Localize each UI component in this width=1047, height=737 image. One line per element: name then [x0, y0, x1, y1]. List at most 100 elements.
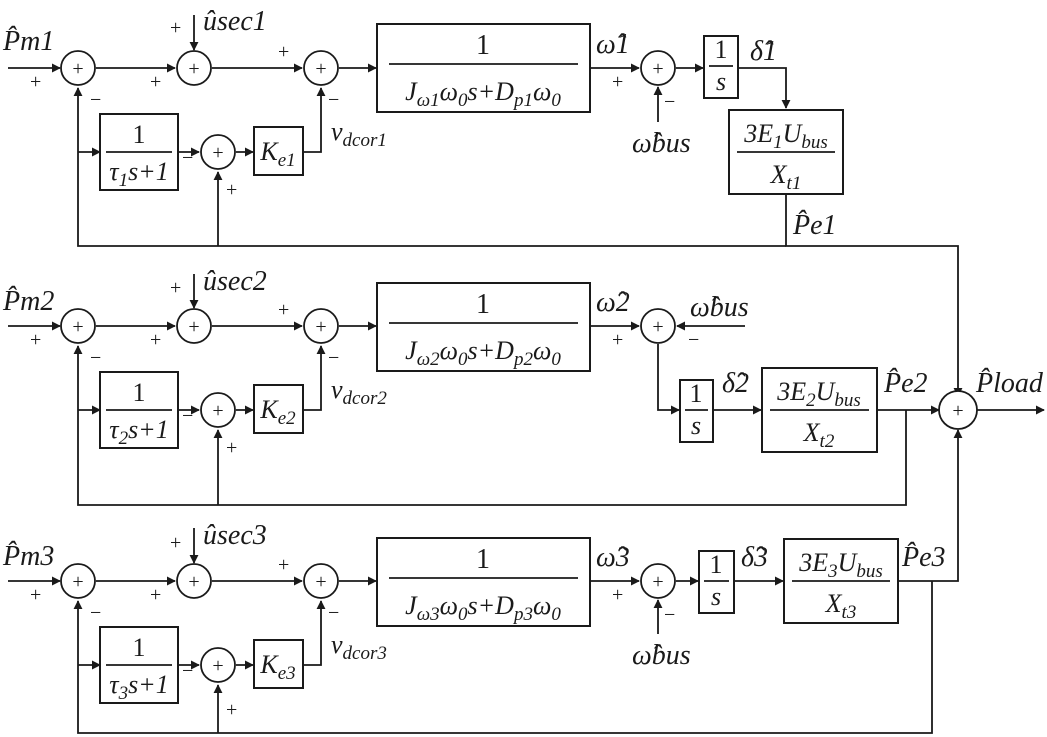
svg-text:τ3s+1: τ3s+1 [109, 670, 168, 704]
gain-block-2 [253, 384, 304, 434]
omega-bus-label-1: ω̂bus [632, 128, 691, 159]
svg-text:Ke3: Ke3 [259, 650, 295, 684]
usec1-label: ûsec1 [203, 6, 267, 37]
svg-text:+: + [652, 571, 663, 593]
svg-text:+: + [212, 400, 223, 422]
svg-text:+: + [315, 571, 326, 593]
svg-text:1: 1 [710, 550, 723, 579]
svg-text:+: + [952, 400, 963, 422]
sum-3a [60, 563, 96, 599]
svg-text:1: 1 [476, 544, 490, 575]
svg-text:+: + [612, 329, 623, 351]
svg-text:1: 1 [715, 35, 728, 64]
svg-text:−: − [182, 405, 193, 427]
gain-block-1 [253, 126, 304, 176]
svg-text:+: + [226, 179, 237, 201]
vdcor1-label: vdcor1 [331, 117, 387, 151]
svg-text:+: + [188, 58, 199, 80]
svg-text:+: + [226, 437, 237, 459]
svg-text:+: + [278, 299, 289, 321]
sum-1e [200, 134, 236, 170]
row-3: P̂m3 ûsec3 ω̂bus + + + + + [2, 429, 963, 734]
sum-1d [640, 50, 676, 86]
svg-text:+: + [315, 316, 326, 338]
svg-text:+: + [170, 532, 181, 554]
sum-1b [176, 50, 212, 86]
integrator-block-2 [679, 379, 714, 443]
svg-text:+: + [652, 316, 663, 338]
omega3-label: ω̂3 [596, 542, 630, 573]
svg-text:+: + [72, 58, 83, 80]
pm1-label: P̂m1 [2, 26, 54, 57]
svg-text:+: + [278, 41, 289, 63]
svg-text:+: + [150, 584, 161, 606]
omega2-label: ω̂2 [596, 287, 630, 318]
sum-2a [60, 308, 96, 344]
pm2-label: P̂m2 [2, 286, 54, 317]
svg-text:1: 1 [690, 379, 703, 408]
svg-text:+: + [72, 571, 83, 593]
vdcor2-label: vdcor2 [331, 375, 387, 409]
svg-text:1: 1 [133, 378, 146, 407]
usec2-label: ûsec2 [203, 266, 267, 297]
svg-text:τ2s+1: τ2s+1 [109, 415, 168, 449]
svg-text:−: − [90, 602, 101, 624]
swing-block-3 [376, 537, 591, 627]
svg-text:+: + [30, 329, 41, 351]
svg-text:τ1s+1: τ1s+1 [109, 157, 168, 191]
usec3-label: ûsec3 [203, 520, 267, 551]
svg-text:s: s [716, 67, 726, 96]
svg-text:+: + [226, 699, 237, 721]
svg-text:+: + [652, 58, 663, 80]
pm3-label: P̂m3 [2, 541, 54, 572]
integrator-block-1 [703, 35, 739, 99]
svg-text:−: − [664, 604, 675, 626]
svg-text:+: + [212, 655, 223, 677]
svg-text:+: + [188, 316, 199, 338]
sum-2e [200, 392, 236, 428]
load-sum: + P̂load [938, 368, 1045, 430]
svg-text:−: − [90, 347, 101, 369]
svg-text:+: + [170, 277, 181, 299]
svg-text:−: − [328, 347, 339, 369]
svg-text:+: + [150, 71, 161, 93]
pe3-label: P̂e3 [901, 542, 946, 573]
swing-block-1 [376, 23, 591, 113]
swing-block-2 [376, 282, 591, 372]
sum-3c [303, 563, 339, 599]
integrator-block-3 [698, 550, 735, 614]
delta1-label: δ̂1 [750, 36, 777, 67]
sum-1a [60, 50, 96, 86]
svg-text:+: + [278, 554, 289, 576]
svg-text:+: + [612, 584, 623, 606]
sum-3e [200, 647, 236, 683]
sum-2b [176, 308, 212, 344]
svg-text:−: − [328, 89, 339, 111]
vdcor3-label: vdcor3 [331, 630, 387, 664]
gain-block-3 [253, 639, 304, 689]
svg-text:+: + [188, 571, 199, 593]
svg-text:−: − [182, 147, 193, 169]
pload-label: P̂load [975, 368, 1044, 399]
svg-text:−: − [328, 602, 339, 624]
sum-2d [640, 308, 676, 344]
svg-text:+: + [72, 316, 83, 338]
sum-1c [303, 50, 339, 86]
svg-text:1: 1 [476, 289, 490, 320]
svg-text:+: + [30, 584, 41, 606]
delta3-label: δ̂3 [741, 542, 768, 573]
row-2: P̂m2 ω̂bus ûsec2 + + + + + [2, 266, 940, 506]
omega-bus-label-2: ω̂bus [690, 292, 749, 323]
sum-3b [176, 563, 212, 599]
svg-text:−: − [688, 329, 699, 351]
svg-text:1: 1 [133, 120, 146, 149]
svg-text:+: + [30, 71, 41, 93]
svg-text:Jω2ω0s+Dp2ω0: Jω2ω0s+Dp2ω0 [405, 336, 561, 370]
svg-text:s: s [711, 582, 721, 611]
svg-text:+: + [170, 17, 181, 39]
omega-bus-label-3: ω̂bus [632, 640, 691, 671]
svg-text:+: + [150, 329, 161, 351]
sum-3d [640, 563, 676, 599]
svg-text:Jω3ω0s+Dp3ω0: Jω3ω0s+Dp3ω0 [405, 591, 561, 625]
